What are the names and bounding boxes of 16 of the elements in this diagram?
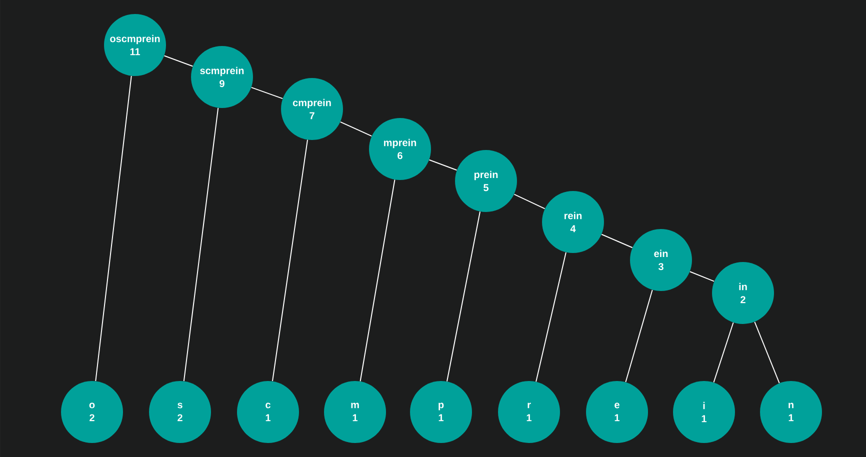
tree-edge	[713, 322, 734, 383]
tree-edge	[536, 252, 566, 382]
tree-edge	[183, 107, 219, 382]
tree-edge	[514, 194, 546, 210]
tree-edge	[754, 321, 780, 384]
tree-edge	[340, 121, 372, 137]
tree-edge	[360, 179, 396, 382]
tree-edge	[625, 289, 653, 383]
tree-edge	[272, 139, 308, 382]
tree-edge	[689, 271, 715, 282]
tree-edge	[446, 211, 481, 382]
tree-edge	[164, 55, 194, 67]
tree-edge	[95, 75, 132, 382]
tree-edge	[250, 86, 284, 100]
tree-edge	[428, 159, 458, 171]
tree-edge	[601, 234, 633, 248]
